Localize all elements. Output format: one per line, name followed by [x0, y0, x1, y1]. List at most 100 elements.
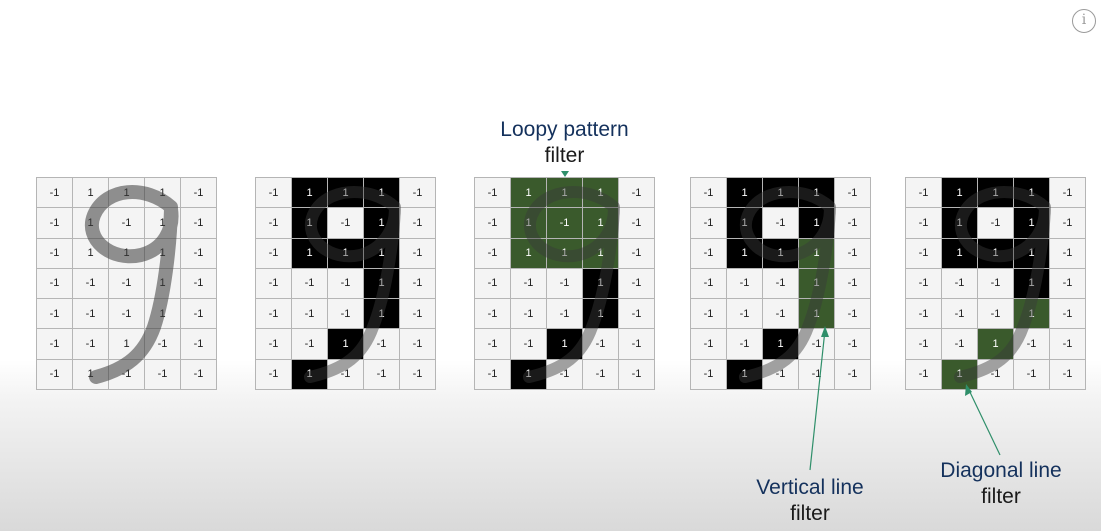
grid-cell: 1: [727, 359, 762, 389]
grid-cell: 1: [727, 178, 762, 208]
grid-cell: -1: [328, 299, 363, 329]
grid-cell: -1: [1050, 208, 1085, 238]
grid-cell: 1: [1014, 299, 1049, 329]
grid-cell: 1: [73, 208, 108, 238]
grid-cell: -1: [1050, 299, 1085, 329]
grid-cell: -1: [37, 299, 72, 329]
grid-cell: -1: [547, 208, 582, 238]
grid-cell: 1: [73, 359, 108, 389]
grid-cell: 1: [763, 178, 798, 208]
grid-cell: -1: [73, 268, 108, 299]
grid-cell: -1: [547, 359, 582, 389]
vertical-line-label-line1: Vertical line: [756, 476, 864, 499]
grid-cell: -1: [292, 299, 327, 329]
grid-cell: 1: [547, 238, 582, 268]
grid-cell: 1: [364, 238, 399, 268]
grid-cell: 1: [799, 238, 834, 268]
grid-cell: -1: [691, 268, 726, 299]
grid-cell: -1: [978, 268, 1013, 299]
grid-cell: 1: [978, 329, 1013, 359]
diagonal-line-label: Diagonal line filter: [920, 458, 1082, 510]
grid-cell: 1: [727, 208, 762, 238]
grid-cell: -1: [475, 268, 510, 299]
grid-cell: -1: [799, 329, 834, 359]
grid-cell: -1: [1050, 359, 1085, 389]
grid-cell: -1: [1050, 238, 1085, 268]
grid-cell: -1: [1050, 178, 1085, 208]
grid-cell: 1: [942, 178, 977, 208]
grid-cell: -1: [906, 268, 941, 299]
grid-cell: 1: [583, 178, 618, 208]
grid-cell: 1: [364, 268, 399, 299]
grid-cell: -1: [400, 299, 435, 329]
vertical-line-label-line2: filter: [790, 502, 830, 525]
grid-cell: -1: [145, 359, 180, 389]
diagonal-line-arrow: [967, 387, 1001, 456]
grid-cell: 1: [109, 178, 144, 208]
grid-cell: -1: [328, 359, 363, 389]
grid-cell: -1: [763, 208, 798, 238]
grid-cell: -1: [364, 359, 399, 389]
grid-cell: -1: [400, 359, 435, 389]
grid-cell: 1: [292, 359, 327, 389]
grid-cell: -1: [547, 268, 582, 299]
loopy-pattern-label-line2: filter: [544, 144, 585, 167]
grid-cell: -1: [475, 299, 510, 329]
grid-cell: 1: [328, 178, 363, 208]
grid-cell: -1: [763, 268, 798, 299]
grid-cell: 1: [583, 238, 618, 268]
grid-cell: -1: [475, 359, 510, 389]
grid-cell: -1: [978, 299, 1013, 329]
grid-cell: -1: [906, 178, 941, 208]
grid-cell: -1: [906, 299, 941, 329]
grid-cell: -1: [37, 178, 72, 208]
grid-cell: 1: [364, 208, 399, 238]
grid-cell: -1: [835, 268, 870, 299]
grid-cell: -1: [727, 268, 762, 299]
grid-cell: -1: [256, 268, 291, 299]
grid-cell: -1: [835, 208, 870, 238]
grid-cell: -1: [511, 268, 546, 299]
grid-cell: 1: [799, 299, 834, 329]
grid-cell: 1: [328, 329, 363, 359]
grid-cell: -1: [400, 208, 435, 238]
grid-cell: 1: [978, 178, 1013, 208]
grid-cell: 1: [328, 238, 363, 268]
grid-cell: -1: [109, 299, 144, 329]
grid-cell: -1: [1050, 268, 1085, 299]
grid-cell: 1: [109, 329, 144, 359]
grid-cell: -1: [400, 268, 435, 299]
grid-cell: -1: [619, 208, 654, 238]
grid-cell: -1: [400, 178, 435, 208]
grid-cell: -1: [37, 238, 72, 268]
grid-cell: -1: [799, 359, 834, 389]
grid-cell: 1: [511, 178, 546, 208]
grid-cell: -1: [475, 238, 510, 268]
grid-cell: -1: [328, 268, 363, 299]
grid-cell: 1: [583, 299, 618, 329]
grid-cell: -1: [475, 208, 510, 238]
grid-cell: 1: [292, 178, 327, 208]
grid-cell: 1: [799, 178, 834, 208]
grid-cell: -1: [1050, 329, 1085, 359]
info-icon[interactable]: i: [1072, 9, 1096, 33]
grid-cell: -1: [145, 329, 180, 359]
grid-cell: -1: [511, 299, 546, 329]
grid-cell: -1: [942, 299, 977, 329]
grid-cell: -1: [1014, 359, 1049, 389]
grid-cell: -1: [256, 178, 291, 208]
vertical-line-label: Vertical line filter: [730, 475, 890, 527]
grid-cell: -1: [256, 329, 291, 359]
grid-cell: -1: [906, 208, 941, 238]
grid-cell: -1: [73, 329, 108, 359]
grid-cell: 1: [763, 329, 798, 359]
grid-cell: -1: [109, 268, 144, 299]
grid-cell: -1: [619, 299, 654, 329]
grid-cell: -1: [583, 329, 618, 359]
loopy-pattern-label-line1: Loopy pattern: [500, 118, 629, 141]
grid-cell: -1: [400, 238, 435, 268]
grid-cell: 1: [942, 208, 977, 238]
grid-cell: 1: [73, 178, 108, 208]
